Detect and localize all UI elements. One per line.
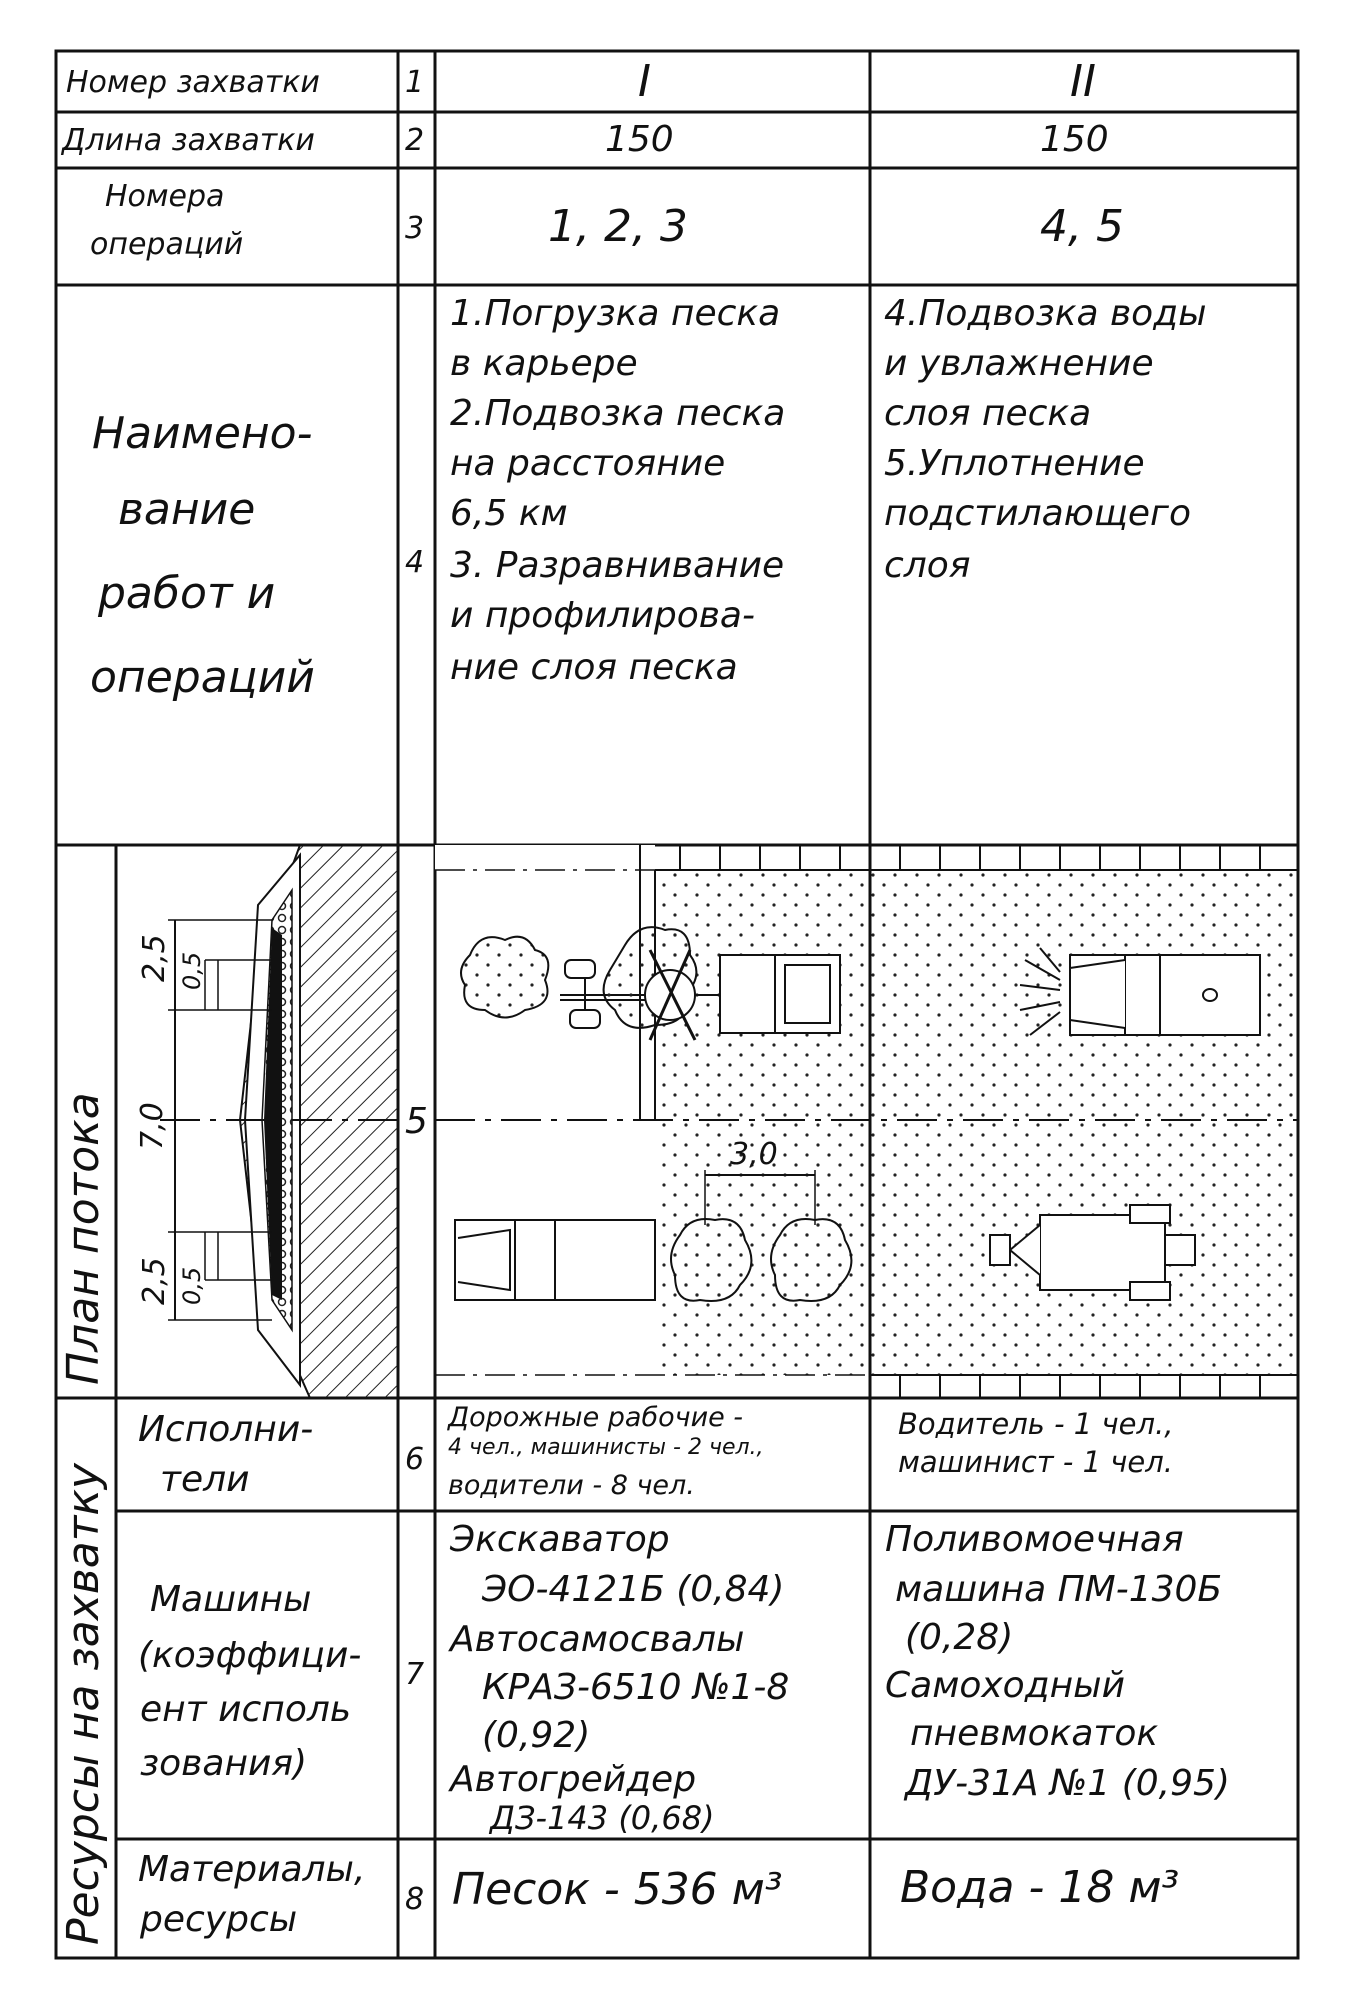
row6-col1-line3: водители - 8 чел.	[448, 1470, 695, 1501]
row4-col1-line8: ние слоя песка	[450, 647, 738, 688]
row4-col1-line3: 2.Подвозка песка	[450, 393, 786, 434]
row7-col1-line3: Автосамосвалы	[450, 1619, 745, 1660]
row7-num: 7	[405, 1657, 425, 1692]
resources-label: Ресурсы на захватку	[58, 1463, 109, 1945]
row4-col2-line5: подстилающего	[884, 493, 1191, 534]
row4-num: 4	[405, 545, 425, 580]
row4-label-4: операций	[90, 652, 315, 703]
row7-col2-line4: Самоходный	[885, 1665, 1125, 1706]
row4-label-1: Наимено-	[92, 408, 313, 459]
dim-spacing: 3,0	[730, 1137, 778, 1172]
row8-col2: Вода - 18 м³	[900, 1862, 1180, 1913]
row1-col1: I	[638, 56, 651, 107]
row4-col1-line2: в карьере	[450, 343, 638, 384]
row7-col2-line6: ДУ-31А №1 (0,95)	[905, 1763, 1230, 1804]
dim-bottom-inner: 0,5	[178, 1266, 206, 1305]
row7-col2-line1: Поливомоечная	[885, 1519, 1184, 1560]
row3-label-2: операций	[90, 227, 244, 262]
row8-col1: Песок - 536 м³	[452, 1864, 783, 1915]
row6-col1-line2: 4 чел., машинисты - 2 чел.,	[448, 1435, 764, 1460]
row4-col1-line7: и профилирова-	[450, 595, 755, 636]
row4-col1-line6: 3. Разравнивание	[450, 545, 785, 586]
row1-col2: II	[1070, 56, 1096, 107]
row6-num: 6	[405, 1442, 425, 1477]
row4-col2-line4: 5.Уплотнение	[884, 443, 1145, 484]
row7-label-2: (коэффици-	[138, 1635, 362, 1676]
row5-num: 5	[405, 1101, 428, 1142]
row3-col1: 1, 2, 3	[548, 201, 688, 252]
row3-label-1: Номера	[105, 179, 225, 214]
row6-label-2: тели	[160, 1459, 250, 1500]
row7-col1-line1: Экскаватор	[450, 1519, 670, 1560]
row7-label-3: ент исполь	[140, 1689, 352, 1730]
dim-top-outer: 2,5	[137, 934, 172, 982]
row7-label-4: зования)	[140, 1743, 308, 1784]
road-cross-section	[160, 844, 399, 1399]
flow-plan	[435, 845, 1298, 1398]
row4-col1-line1: 1.Погрузка песка	[450, 293, 781, 334]
row7-col1-line7: ДЗ-143 (0,68)	[490, 1799, 715, 1837]
row4-col1-line5: 6,5 км	[450, 493, 568, 534]
row4-col2-line2: и увлажнение	[884, 343, 1154, 384]
row8-label-2: ресурсы	[140, 1899, 298, 1940]
row7-col1-line6: Автогрейдер	[450, 1759, 697, 1800]
row2-col2: 150	[1040, 119, 1109, 160]
row6-col2-line2: машинист - 1 чел.	[898, 1445, 1173, 1479]
row4-col1-line4: на расстояние	[450, 443, 726, 484]
row6-col2-line1: Водитель - 1 чел.,	[898, 1407, 1174, 1441]
row1-num: 1	[405, 65, 425, 100]
row7-col1-line2: ЭО-4121Б (0,84)	[482, 1569, 785, 1610]
row3-col2: 4, 5	[1040, 201, 1124, 252]
row6-label-1: Исполни-	[138, 1409, 314, 1450]
row7-col2-line5: пневмокаток	[910, 1713, 1159, 1754]
row4-col2-line1: 4.Подвозка воды	[884, 293, 1207, 334]
row8-label-1: Материалы,	[138, 1849, 366, 1890]
row8-num: 8	[405, 1882, 425, 1917]
row2-col1: 150	[605, 119, 674, 160]
row4-col2-line3: слоя песка	[884, 393, 1092, 434]
dim-bottom-outer: 2,5	[137, 1257, 172, 1305]
row7-col2-line3: (0,28)	[905, 1617, 1014, 1658]
row2-label: Длина захватки	[62, 123, 315, 158]
row7-col2-line2: машина ПМ-130Б	[895, 1569, 1223, 1610]
row7-label-1: Машины	[150, 1579, 312, 1620]
dim-top-inner: 0,5	[178, 951, 206, 990]
row4-label-3: работ и	[98, 568, 276, 619]
row3-num: 3	[405, 211, 425, 246]
dim-width: 7,0	[135, 1102, 170, 1150]
row6-col1-line1: Дорожные рабочие -	[448, 1402, 744, 1433]
row7-col1-line5: (0,92)	[482, 1715, 591, 1756]
row4-label-2: вание	[118, 484, 256, 535]
row4-col2-line6: слоя	[884, 545, 971, 586]
row1-label: Номер захватки	[66, 65, 320, 100]
plan-side-label: План потока	[58, 1092, 109, 1385]
row2-num: 2	[405, 123, 425, 158]
row7-col1-line4: КРАЗ-6510 №1-8	[482, 1667, 790, 1708]
